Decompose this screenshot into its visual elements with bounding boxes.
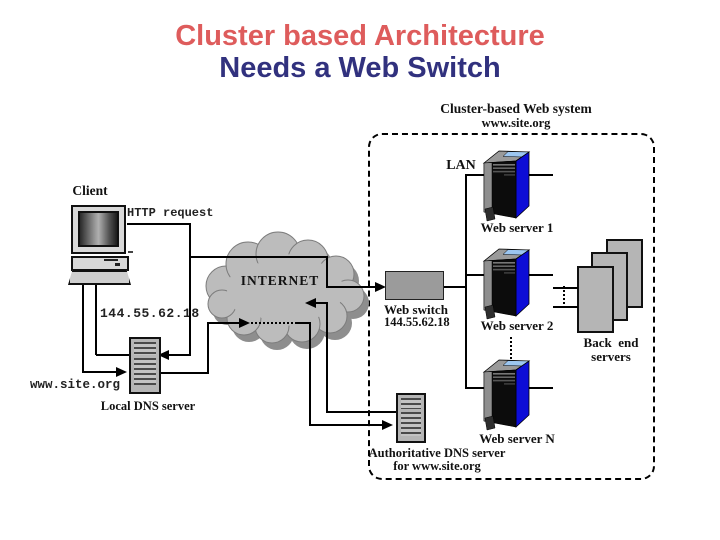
connector-line (327, 411, 396, 413)
arrowhead-into-cloud (305, 298, 316, 308)
connector-line (159, 372, 208, 374)
connector-line (96, 354, 130, 356)
connector-line (207, 322, 209, 374)
backend-label-line2: servers (591, 349, 631, 364)
cluster-boundary-box (368, 133, 655, 480)
ellipsis-dotted-line (510, 337, 512, 367)
connector-line (327, 286, 377, 288)
connector-line (553, 306, 578, 308)
arrowhead-into-auth-dns (382, 420, 393, 430)
web-switch-ip-label: 144.55.62.18 (384, 315, 450, 329)
connector-line (310, 424, 384, 426)
dns-vents (401, 398, 421, 409)
lan-backbone-line (465, 174, 467, 389)
web-server-n-icon (483, 359, 530, 431)
arrowhead-into-local-dns-right (158, 350, 169, 360)
dns-vents (134, 358, 156, 385)
connector-line (315, 302, 328, 304)
connector-line (168, 354, 191, 356)
connector-line (326, 256, 328, 288)
auth-dns-label-line1: Authoritative DNS server (368, 446, 506, 460)
dotted-line-through-cloud (251, 322, 297, 324)
http-request-label: HTTP request (127, 206, 214, 220)
connector-line (127, 223, 191, 225)
arrowhead-into-local-dns (116, 367, 127, 377)
connector-line (95, 283, 97, 355)
connector-line (190, 256, 328, 258)
connector-line (189, 223, 191, 356)
connector-line (326, 302, 328, 413)
connector-line (83, 371, 119, 373)
slide-subtitle: Needs a Web Switch (219, 52, 501, 84)
connector-line (442, 286, 466, 288)
web-server-2-icon (483, 248, 530, 320)
connector-line (309, 322, 311, 426)
backend-label-line1: Back end (583, 335, 639, 350)
client-mouse-dot (128, 251, 133, 253)
site-name-label: www.site.org (30, 378, 121, 392)
ellipsis-dotted-line (563, 286, 565, 304)
client-disk-slot (104, 259, 118, 261)
local-dns-server-icon (129, 337, 161, 394)
client-ip-label: 144.55.62.18 (100, 306, 200, 321)
lan-label: LAN (446, 158, 476, 173)
local-dns-label: Local DNS server (100, 399, 196, 413)
web-switch-box (385, 271, 444, 300)
connector-line (208, 322, 241, 324)
slide-title: Cluster based Architecture (175, 20, 545, 52)
web-server-n-label: Web server N (479, 431, 555, 446)
client-power-button (115, 263, 120, 266)
web-server-1-label: Web server 1 (480, 220, 554, 235)
web-server-2-label: Web server 2 (480, 318, 554, 333)
client-keyboard (68, 270, 131, 285)
web-switch-label: Web switch (384, 302, 448, 317)
arrowhead-into-switch (375, 282, 386, 292)
connector-line (553, 287, 578, 289)
connector-line (296, 322, 311, 324)
backend-server-icon (577, 266, 614, 333)
cluster-box-domain: www.site.org (481, 116, 551, 130)
auth-dns-label-line2: for www.site.org (393, 459, 481, 473)
cloud-fill (227, 254, 343, 326)
client-label: Client (72, 183, 108, 198)
cluster-box-title: Cluster-based Web system (440, 101, 592, 116)
dns-vents (401, 412, 421, 436)
authoritative-dns-server-icon (396, 393, 426, 443)
internet-label: INTERNET (240, 273, 320, 288)
connector-line (82, 277, 84, 373)
dns-vents (134, 342, 156, 355)
client-monitor-screen (78, 211, 119, 247)
client-system-unit (71, 256, 129, 271)
arrowhead-toward-cloud (239, 318, 250, 328)
